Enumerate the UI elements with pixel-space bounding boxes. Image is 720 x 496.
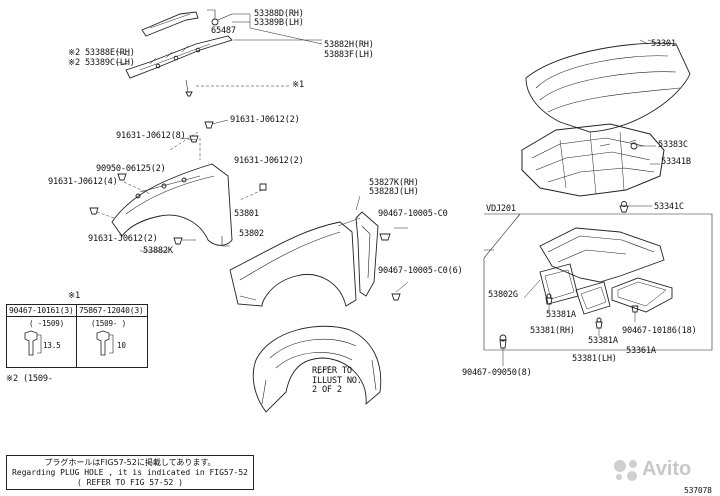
- variant-label-vdj201: VDJ201: [486, 204, 516, 214]
- clip-right-range: (1509- ): [91, 319, 126, 328]
- clip-left-header: 90467-10161(3): [9, 306, 74, 315]
- part-label-53341b: 53341B: [661, 157, 691, 167]
- part-label-53883f: 53883F(LH): [324, 50, 374, 60]
- part-label-53389b: 53389B(LH): [254, 18, 304, 28]
- avito-logo-icon: [614, 460, 637, 481]
- bolt-label-90950: 90950-06125(2): [96, 164, 166, 174]
- clip-spec-table: 90467-10161(3) 75867-12040(3) ( -1509) (…: [6, 304, 148, 368]
- part-label-53827k: 53827K(RH): [369, 178, 419, 188]
- part-label-53381lh: 53381(LH): [572, 354, 617, 364]
- part-label-65487: 65487: [211, 26, 236, 36]
- bolt-label-91631-2b: 91631-J0612(2): [234, 156, 304, 166]
- avito-wordmark: Avito: [642, 458, 692, 480]
- part-label-53381rh: 53381(RH): [530, 326, 575, 336]
- bolt-label-90467-09050: 90467-09050(8): [462, 368, 532, 378]
- part-label-53381a-a: 53381A: [546, 310, 576, 320]
- note-line-refer: ( REFER TO FIG 57-52 ): [77, 478, 183, 487]
- part-label-53882k: 53882K: [143, 246, 173, 256]
- avito-watermark: Avito: [612, 456, 712, 484]
- clip-right-dim: 10: [117, 341, 126, 350]
- note-line-jp: プラグホールはFIG57-52に掲載してあります。: [44, 458, 216, 467]
- part-label-53383c: 53383C: [658, 140, 688, 150]
- part-label-53388d: 53388D(RH): [254, 9, 304, 19]
- note-mark-2: ※2 (1509-: [6, 374, 53, 384]
- bolt-label-91631-8: 91631-J0612(8): [116, 131, 186, 141]
- bolt-label-91631-4: 91631-J0612(4): [48, 177, 118, 187]
- plug-hole-note: プラグホールはFIG57-52に掲載してあります。 Regarding PLUG…: [6, 455, 254, 490]
- part-label-53802g: 53802G: [488, 290, 518, 300]
- clip-cell-left: [7, 305, 77, 367]
- bolt-label-90467-10005a: 90467-10005-C0: [378, 209, 448, 219]
- part-label-53801: 53801: [234, 209, 259, 219]
- part-label-53389c: ※2 53389C(LH): [68, 58, 135, 68]
- part-label-53381a-b: 53381A: [588, 336, 618, 346]
- part-label-53361a: 53361A: [626, 346, 656, 356]
- clip-left-range: ( -1509): [29, 319, 64, 328]
- bolt-label-90467-10005b: 90467-10005-C0(6): [378, 266, 463, 276]
- bolt-label-91631-2c: 91631-J0612(2): [88, 234, 158, 244]
- bolt-label-91631-2a: 91631-J0612(2): [230, 115, 300, 125]
- part-label-53802: 53802: [239, 229, 264, 239]
- refer-note: REFER TO ILLUST NO. 2 OF 2: [312, 366, 362, 396]
- clip-drawings: [24, 330, 114, 356]
- clip-right-header: 75867-12040(3): [79, 306, 144, 315]
- table-divider: [7, 316, 147, 317]
- diagram-code: 537078: [684, 486, 712, 495]
- part-label-53341c: 53341C: [654, 202, 684, 212]
- bolt-label-90467-10186: 90467-10186(18): [622, 326, 697, 336]
- part-label-53301: 53301: [651, 39, 676, 49]
- part-label-53388e: ※2 53388E(RH): [68, 48, 135, 58]
- note-mark-1a: ※1: [292, 80, 304, 90]
- clip-left-dim: 13.5: [43, 341, 61, 350]
- part-label-53828j: 53828J(LH): [369, 187, 419, 197]
- note-mark-1b: ※1: [68, 291, 80, 301]
- part-label-53882h: 53882H(RH): [324, 40, 374, 50]
- note-line-en: Regarding PLUG HOLE , it is indicated in…: [11, 468, 248, 477]
